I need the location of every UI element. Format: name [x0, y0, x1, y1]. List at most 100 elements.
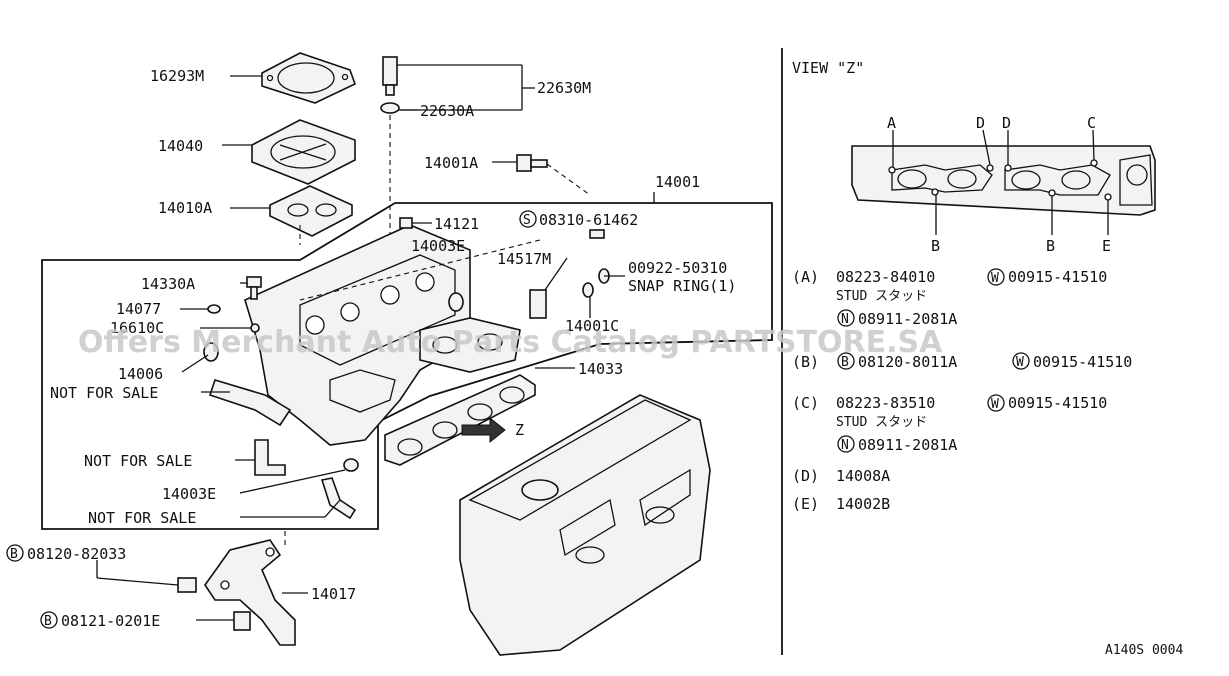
label-08310: 08310-61462: [539, 211, 638, 229]
view-z-arrow: [461, 416, 506, 444]
legend-a-nut-circle: [837, 309, 855, 327]
bolt-marker-s-letter: S: [523, 213, 531, 228]
label-08121: 08121-0201E: [61, 612, 160, 630]
legend-b-washer-mark: W: [1016, 355, 1024, 370]
legend-c-washer-mark: W: [991, 397, 999, 412]
label-00922: 00922-50310: [628, 259, 727, 277]
bracket-14017[interactable]: [204, 539, 296, 646]
o-ring-14077[interactable]: [207, 304, 221, 314]
legend-b-bolt-mark: B: [841, 355, 849, 370]
gasket-14033[interactable]: [384, 374, 536, 466]
bolt-marker-s: [519, 210, 537, 228]
legend-d-part: 14008A: [836, 467, 890, 485]
gasket-16293m[interactable]: [261, 52, 356, 104]
cap-14003e-lower[interactable]: [343, 458, 359, 472]
hose-not-for-sale-2[interactable]: [320, 477, 357, 520]
legend-a-part: 08223-84010: [836, 268, 935, 286]
legend-c-washer: 00915-41510: [1008, 394, 1107, 412]
label-14010a: 14010A: [158, 199, 212, 217]
label-snap-ring: SNAP RING(1): [628, 277, 736, 295]
bolt-marker-b-2-letter: B: [44, 614, 52, 629]
label-not-for-sale-3: NOT FOR SALE: [88, 509, 196, 527]
legend-a-washer: 00915-41510: [1008, 268, 1107, 286]
view-z-letter-e: E: [1102, 237, 1111, 255]
watermark: Offers Merchant Auto Parts Catalog PARTS…: [78, 325, 943, 360]
label-14330a: 14330A: [141, 275, 195, 293]
legend-c-nut-mark: N: [841, 438, 849, 453]
view-z-manifold: [851, 145, 1156, 216]
label-view-z: Z: [515, 421, 524, 439]
plug-14330a[interactable]: [246, 276, 262, 300]
label-not-for-sale-2: NOT FOR SALE: [84, 452, 192, 470]
view-z-letter-b-1: B: [931, 237, 940, 255]
legend-a-nut-mark: N: [841, 312, 849, 327]
view-z-letter-c: C: [1087, 114, 1096, 132]
legend-c-nut-circle: [837, 435, 855, 453]
label-14017: 14017: [311, 585, 356, 603]
view-z-letter-d-1: D: [976, 114, 985, 132]
legend-a-washer-circle: [987, 268, 1005, 286]
legend-b-washer-circle: [1012, 352, 1030, 370]
label-16293m: 16293M: [150, 67, 204, 85]
legend-c-part: 08223-83510: [836, 394, 935, 412]
legend-b-part: 08120-8011A: [858, 353, 957, 371]
legend-a-nut: 08911-2081A: [858, 310, 957, 328]
legend-a-washer-mark: W: [991, 271, 999, 286]
label-22630a: 22630A: [420, 102, 474, 120]
view-z-letter-d-2: D: [1002, 114, 1011, 132]
view-z-leaders: [892, 129, 1109, 235]
leader-lines: [96, 64, 655, 621]
water-pipe[interactable]: [203, 342, 292, 427]
insulator-14040[interactable]: [251, 119, 356, 185]
bolt-08120[interactable]: [177, 577, 197, 593]
legend-a-key: (A): [792, 268, 819, 286]
intake-manifold[interactable]: [244, 224, 521, 446]
legend-e-key: (E): [792, 495, 819, 513]
legend-c-desc: STUD スタッド: [836, 415, 927, 430]
label-14077: 14077: [116, 300, 161, 318]
gasket-14010a[interactable]: [269, 185, 353, 237]
label-08120: 08120-82033: [27, 545, 126, 563]
sensor-22630m[interactable]: [380, 56, 400, 114]
bolt-marker-b-1: [6, 544, 24, 562]
view-z-letter-b-2: B: [1046, 237, 1055, 255]
legend-b-bolt-circle: [837, 352, 855, 370]
label-14006: 14006: [118, 365, 163, 383]
fitting-not-for-sale-1[interactable]: [254, 439, 286, 476]
label-14003e-upper: 14003E: [411, 237, 465, 255]
view-z-title: VIEW "Z": [792, 59, 864, 77]
bolt-14001a[interactable]: [516, 154, 548, 172]
sensor-14517m[interactable]: [529, 229, 610, 319]
label-not-for-sale-1: NOT FOR SALE: [50, 384, 158, 402]
label-16610c: 16610C: [110, 319, 164, 337]
legend-b-key: (B): [792, 353, 819, 371]
assembly-outline: [41, 202, 773, 530]
label-14003e-lower: 14003E: [162, 485, 216, 503]
cap-14121[interactable]: [399, 217, 413, 229]
legend-d-key: (D): [792, 467, 819, 485]
bolt-08121[interactable]: [233, 611, 251, 631]
label-22630m: 22630M: [537, 79, 591, 97]
label-14001c: 14001C: [565, 317, 619, 335]
label-14121: 14121: [434, 215, 479, 233]
legend-c-key: (C): [792, 394, 819, 412]
legend: (A) 08223-84010 W 00915-41510 STUD スタッド …: [792, 268, 1132, 513]
legend-e-part: 14002B: [836, 495, 890, 513]
legend-c-nut: 08911-2081A: [858, 436, 957, 454]
label-14517m: 14517M: [497, 250, 551, 268]
bolt-marker-b-2: [40, 611, 58, 629]
diagram-code: A140S 0004: [1105, 643, 1183, 658]
view-z-letter-a: A: [887, 114, 896, 132]
label-14033: 14033: [578, 360, 623, 378]
cap-14003e-upper[interactable]: [448, 292, 464, 312]
legend-b-washer: 00915-41510: [1033, 353, 1132, 371]
label-14040: 14040: [158, 137, 203, 155]
legend-a-desc: STUD スタッド: [836, 289, 927, 304]
label-14001a: 14001A: [424, 154, 478, 172]
label-14001: 14001: [655, 173, 700, 191]
legend-c-washer-circle: [987, 394, 1005, 412]
bolt-marker-b-1-letter: B: [10, 547, 18, 562]
cylinder-head: [459, 394, 711, 656]
